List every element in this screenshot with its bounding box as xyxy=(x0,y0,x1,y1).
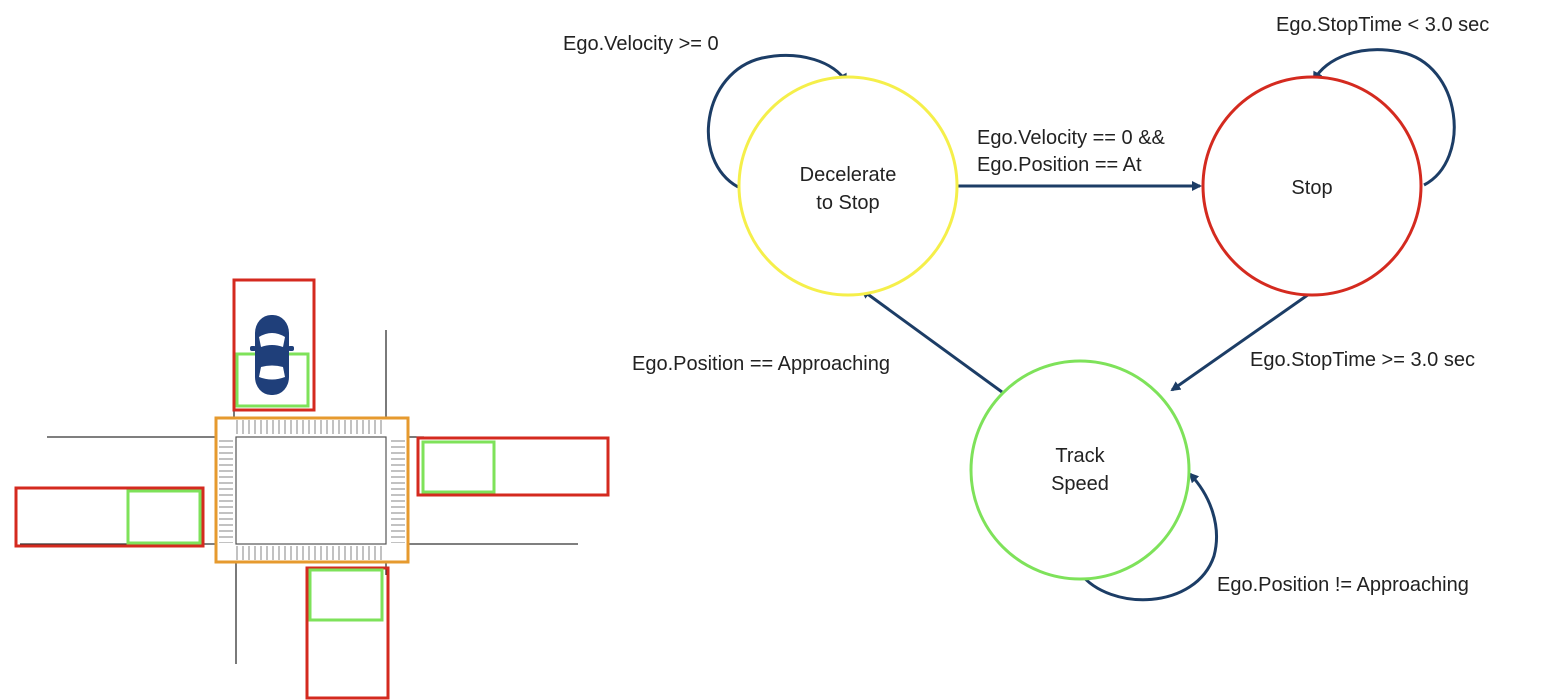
intersection-core xyxy=(235,436,387,545)
intersection-zone xyxy=(214,416,410,564)
at-zone-inner xyxy=(308,568,384,622)
approach-zone-outer xyxy=(232,278,316,412)
state-stop: Stop xyxy=(1201,75,1423,297)
approach-zone-outer xyxy=(416,436,610,497)
transition-stop-self-arrow xyxy=(1312,48,1456,187)
at-zone-inner xyxy=(421,440,496,494)
state-track-label-line2: Speed xyxy=(1051,473,1109,495)
approach-zone-west xyxy=(14,486,205,548)
approach-zone-outer xyxy=(14,486,205,548)
state-track-label-line1: Track xyxy=(1055,445,1105,467)
crosswalk-north xyxy=(236,420,386,434)
state-decelerate-to-stop: Decelerate to Stop xyxy=(737,75,959,297)
transition-stop-to-track-arrow xyxy=(1170,290,1313,392)
state-track-speed: Track Speed xyxy=(969,359,1191,581)
transition-track-to-decelerate-label: Ego.Position == Approaching xyxy=(632,353,890,375)
crosswalk-south xyxy=(236,546,386,560)
transition-stop-to-track-label: Ego.StopTime >= 3.0 sec xyxy=(1250,349,1475,371)
approach-zone-outer xyxy=(305,566,390,700)
transition-track-self-arrow xyxy=(1078,472,1218,602)
transition-decelerate-self-arrow xyxy=(706,54,848,189)
transition-track-self-label: Ego.Position != Approaching xyxy=(1217,574,1469,596)
transition-track-to-decelerate-arrow xyxy=(860,288,1003,394)
crosswalk-west xyxy=(219,437,233,543)
approach-zone-east xyxy=(416,436,610,497)
state-stop-circle xyxy=(1201,75,1423,297)
transition-stop-self-label: Ego.StopTime < 3.0 sec xyxy=(1276,14,1489,36)
intersection-diagram xyxy=(14,278,610,700)
crosswalk-east xyxy=(391,437,405,543)
approach-zone-south xyxy=(305,566,390,700)
transition-decelerate-self-label: Ego.Velocity >= 0 xyxy=(563,33,719,55)
state-decelerate-circle xyxy=(737,75,959,297)
state-decelerate-label-line1: Decelerate xyxy=(800,164,897,186)
at-zone-inner xyxy=(126,489,202,545)
state-stop-label: Stop xyxy=(1291,177,1332,199)
car-top-view-icon xyxy=(250,315,294,395)
transition-decelerate-to-stop-label-line1: Ego.Velocity == 0 && xyxy=(977,127,1166,149)
transition-decelerate-to-stop-label-line2: Ego.Position == At xyxy=(977,154,1142,176)
state-decelerate-label-line2: to Stop xyxy=(816,192,879,214)
state-track-circle xyxy=(969,359,1191,581)
road-lines xyxy=(20,330,578,664)
